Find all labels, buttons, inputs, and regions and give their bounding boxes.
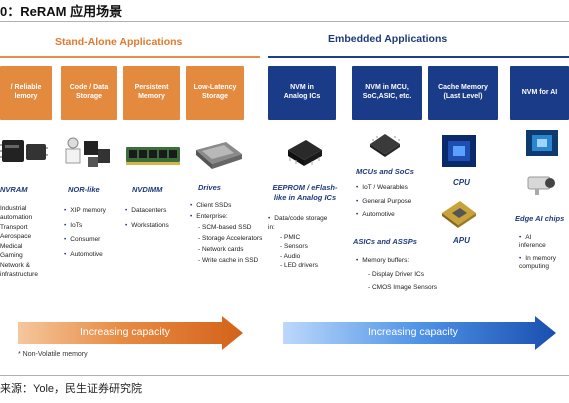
page-title: 0：ReRAM 应用场景 — [0, 4, 123, 19]
ssd-drive-icon — [196, 142, 242, 169]
mcu-item: General Purpose — [356, 195, 411, 209]
camera-icon — [527, 176, 555, 195]
analog-subitem: LED drivers — [268, 261, 327, 270]
capacity-arrow-left — [18, 316, 243, 350]
cpu-title: CPU — [453, 178, 470, 187]
nor-item: Automotive — [64, 248, 106, 263]
column-header-code-storage: Code / Data Storage — [61, 66, 117, 120]
drives-subitem: Write cache in SSD — [190, 255, 262, 266]
cpu-chip-icon — [442, 135, 476, 167]
nvram-item: Network & — [0, 261, 30, 269]
column-header-low-latency: Low-Latency Storage — [186, 66, 244, 120]
title-divider — [0, 21, 569, 22]
nvdimm-list: Datacenters Workstations — [125, 204, 169, 234]
ai-chip-icon — [526, 130, 558, 156]
analog-subitem: Audio — [268, 252, 327, 261]
standalone-group-bar — [0, 56, 260, 58]
drives-subitem: Storage Accelerators — [190, 233, 262, 244]
analog-list: Data/code storage in: PMIC Sensors Audio… — [268, 214, 327, 271]
asic-list: Memory buffers: Display Driver ICs CMOS … — [356, 254, 437, 295]
analog-subitem: PMIC — [268, 233, 327, 242]
nvdimm-item: Datacenters — [125, 204, 169, 219]
source-text: 来源：Yole，民生证券研究院 — [0, 383, 143, 395]
nvdimm-item: Workstations — [125, 219, 168, 234]
ai-list: AI inference In memory computing — [519, 234, 556, 272]
drives-item: Client SSDs — [190, 200, 262, 211]
nor-list: XIP memory IoTs Consumer Automotive — [64, 204, 106, 263]
edge-ai-title: Edge AI chips — [515, 214, 565, 223]
mcu-title: MCUs and SoCs — [356, 167, 414, 176]
column-header-cache: Cache Memory (Last Level) — [428, 66, 498, 120]
asic-item: Memory buffers: — [356, 254, 437, 268]
nor-chips-icon — [65, 137, 110, 167]
nor-item: IoTs — [64, 219, 106, 234]
drives-item: Enterprise: — [190, 211, 262, 222]
embedded-group-bar — [268, 56, 569, 58]
nvram-item: Industrial — [0, 205, 27, 212]
nvram-title: NVRAM — [0, 185, 28, 194]
mcu-list: IoT / Wearables General Purpose Automoti… — [356, 181, 411, 222]
asic-subitem: CMOS Image Sensors — [356, 281, 437, 295]
column-header-nvram: / Reliable lemory — [0, 66, 52, 120]
mcu-item: Automotive — [356, 208, 411, 222]
nor-title: NOR-like — [68, 185, 100, 194]
apu-title: APU — [453, 236, 470, 245]
nvram-item: Transport — [0, 223, 28, 231]
drives-list: Client SSDs Enterprise: SCM-based SSD St… — [190, 200, 262, 266]
column-header-ai: NVM for AI — [510, 66, 569, 120]
footnote: * Non-Volatile memory — [18, 351, 88, 358]
nvram-item: automation — [0, 214, 33, 222]
asic-subitem: Display Driver ICs — [356, 268, 437, 282]
column-header-persistent-memory: Persistent Memory — [123, 66, 180, 120]
mcu-item: IoT / Wearables — [356, 181, 411, 195]
analog-ic-chip-icon — [288, 140, 322, 166]
ai-item: In memory computing — [519, 255, 556, 272]
nvram-item: Aerospace — [0, 233, 32, 241]
standalone-group-title: Stand-Alone Applications — [55, 36, 183, 48]
drives-subitem: SCM-based SSD — [190, 222, 262, 233]
analog-title: EEPROM / eFlash- like in Analog ICs — [272, 183, 338, 203]
nvram-item: Medical — [0, 242, 23, 250]
source-divider — [0, 375, 569, 376]
nvdimm-module-icon — [126, 147, 180, 165]
mcu-soc-chip-icon — [370, 134, 400, 157]
capacity-arrow-left-label: Increasing capacity — [80, 326, 170, 338]
nvdimm-title: NVDIMM — [132, 185, 163, 194]
analog-subitem: Sensors — [268, 242, 327, 251]
column-header-mcu: NVM in MCU, SoC,ASIC, etc. — [352, 66, 422, 120]
nvram-item: infrastructure — [0, 270, 38, 278]
embedded-group-title: Embedded Applications — [328, 33, 448, 45]
ai-item: AI inference — [519, 234, 556, 251]
nvram-item: Gaming — [0, 252, 23, 260]
nvram-chips-icon — [0, 140, 48, 162]
column-header-analog: NVM in Analog ICs — [268, 66, 336, 120]
nor-item: Consumer — [64, 233, 106, 248]
capacity-arrow-right-label: Increasing capacity — [368, 326, 458, 338]
analog-item: Data/code storage in: — [268, 214, 327, 233]
apu-chip-icon — [442, 201, 476, 228]
nor-item: XIP memory — [64, 204, 106, 219]
asic-title: ASICs and ASSPs — [353, 237, 417, 246]
drives-title: Drives — [198, 183, 221, 192]
nvram-list: Industrial automation Transport Aerospac… — [0, 204, 38, 279]
drives-subitem: Network cards — [190, 244, 262, 255]
capacity-arrow-right — [283, 316, 556, 350]
